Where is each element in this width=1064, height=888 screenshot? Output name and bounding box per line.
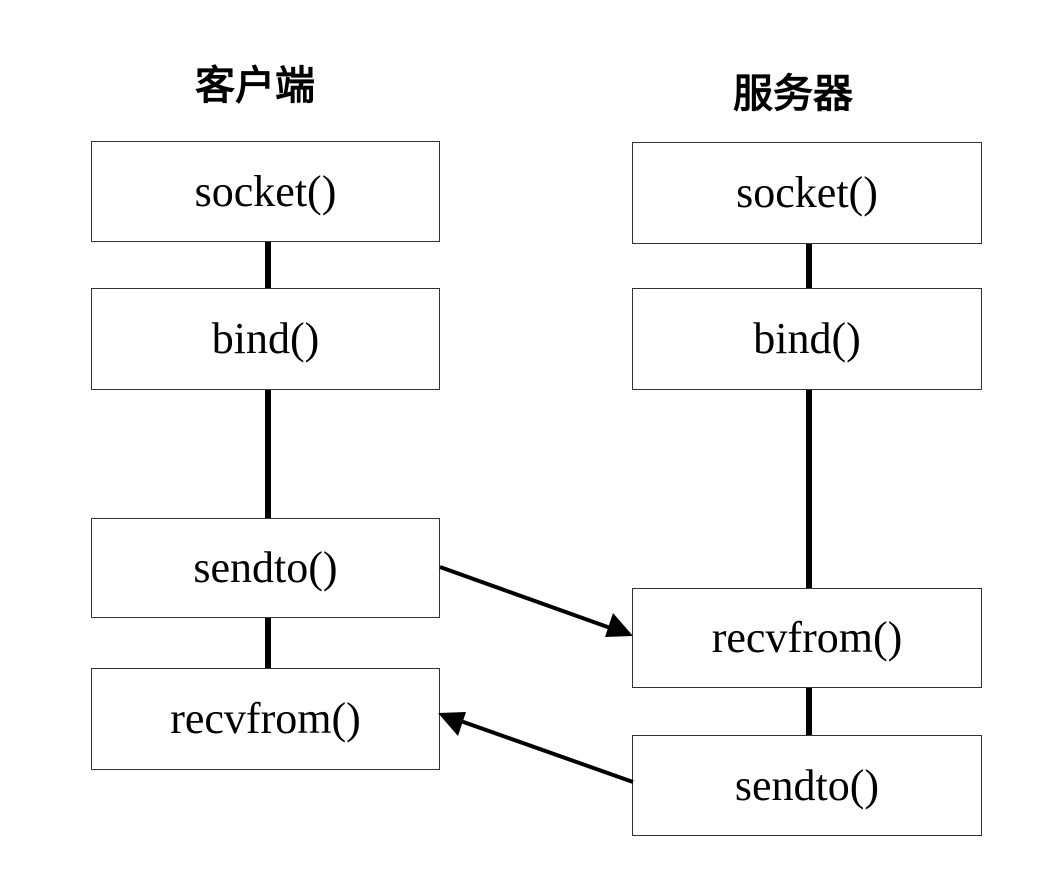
server-socket-label: socket() — [736, 168, 878, 217]
client-recvfrom-box: recvfrom() — [91, 668, 440, 770]
server-socket-box: socket() — [632, 142, 982, 244]
client-to-server-arrowhead — [605, 613, 633, 637]
client-connector-socket-bind — [265, 241, 271, 288]
client-sendto-label: sendto() — [193, 543, 338, 592]
client-bind-box: bind() — [91, 288, 440, 390]
server-bind-box: bind() — [632, 288, 982, 390]
client-socket-box: socket() — [91, 141, 440, 242]
server-connector-socket-bind — [806, 243, 812, 288]
client-socket-label: socket() — [194, 166, 337, 216]
client-bind-label: bind() — [211, 314, 320, 363]
server-column-title: 服务器 — [733, 71, 853, 117]
client-recvfrom-label: recvfrom() — [170, 694, 361, 743]
client-connector-sendto-recvfrom — [265, 617, 271, 668]
server-recvfrom-box: recvfrom() — [632, 588, 982, 688]
client-connector-bind-sendto — [265, 389, 271, 519]
server-to-client-arrow-line — [454, 717, 634, 784]
server-connector-recvfrom-sendto — [806, 687, 812, 735]
server-sendto-box: sendto() — [632, 735, 982, 836]
client-column-title: 客户端 — [195, 63, 315, 109]
server-recvfrom-label: recvfrom() — [711, 613, 903, 662]
server-connector-bind-recvfrom — [806, 389, 812, 588]
server-to-client-arrowhead — [438, 712, 466, 736]
client-to-server-arrow-line — [439, 565, 617, 632]
server-sendto-label: sendto() — [734, 760, 880, 810]
client-sendto-box: sendto() — [91, 518, 440, 618]
server-bind-label: bind() — [753, 314, 861, 363]
